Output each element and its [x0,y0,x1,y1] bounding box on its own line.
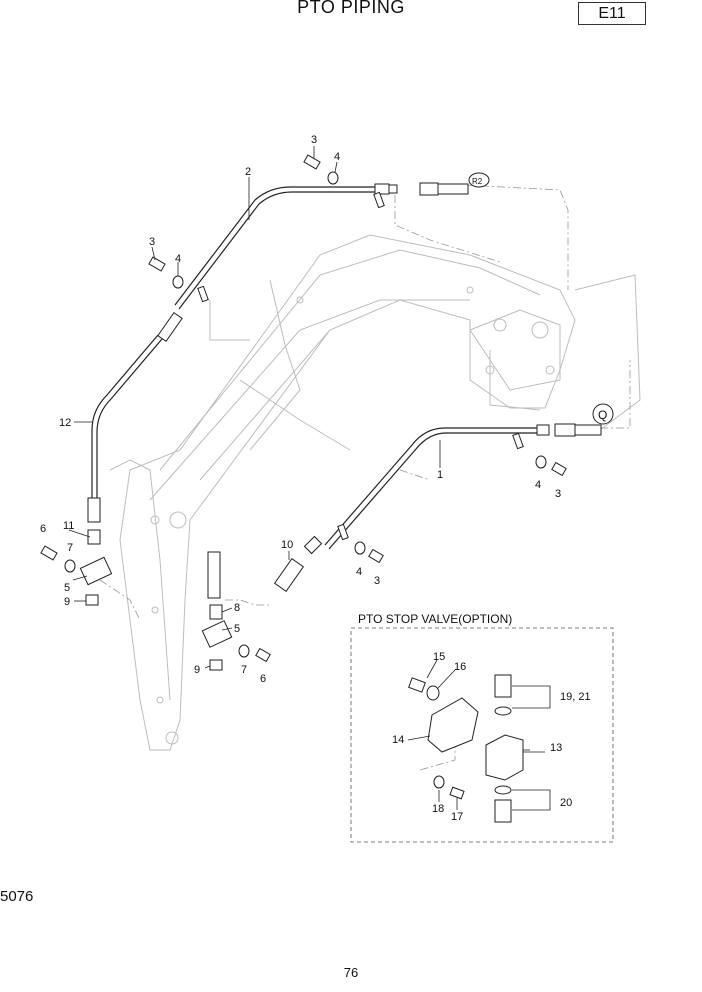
reference-markers [468,172,614,425]
callout-2: 2 [245,166,251,178]
page-number: 76 [343,965,359,980]
callout-20: 20 [560,797,572,809]
callout-11: 11 [63,520,74,532]
callout-5: 5 [64,582,70,594]
callout-4: 4 [535,479,541,491]
callout-14: 14 [392,734,404,746]
callout-16: 16 [454,661,466,673]
fitting-20 [494,799,512,823]
callout-19-21: 19, 21 [560,691,591,703]
fitting-19-21 [494,674,512,698]
callout-4: 4 [334,151,340,163]
callout-4: 4 [356,566,362,578]
callout-9: 9 [64,596,70,608]
callout-3: 3 [311,134,317,146]
callout-leaders [68,146,530,751]
document-id: 5076 [0,888,34,905]
washer-16 [426,685,440,701]
oring-19-21 [494,706,512,716]
callout-6: 6 [40,523,46,535]
callout-3: 3 [555,488,561,500]
callout-5: 5 [234,623,240,635]
callout-18: 18 [432,803,444,815]
bolt-15 [408,677,426,693]
inset-title: PTO STOP VALVE(OPTION) [358,612,513,626]
plate-14 [427,697,479,753]
callout-15: 15 [433,651,445,663]
callout-4: 4 [175,253,181,265]
r2-label: R2 [472,177,483,186]
leader-lines [99,184,631,771]
callout-13: 13 [550,742,562,754]
oring-20 [494,785,512,795]
q-label: Q [598,408,607,422]
callout-labels: 1 2 3 4 3 4 12 11 6 7 5 9 10 8 5 9 7 6 4… [40,134,607,685]
pipe-1-fittings [207,423,602,599]
callout-3: 3 [149,236,155,248]
washer-18 [433,775,445,789]
callout-6: 6 [260,673,266,685]
page-title: PTO PIPING [297,0,405,17]
q-marker [592,403,614,425]
pipe-2-12 [91,186,375,505]
pto-stop-valve-inset: 15 16 19, 21 14 13 18 17 20 [350,627,614,843]
valve-13 [485,734,524,781]
callout-8: 8 [234,602,240,614]
callout-7: 7 [67,542,73,554]
hardware-parts [40,154,567,671]
callout-10: 10 [281,539,293,551]
callout-17: 17 [451,811,463,823]
section-code-box: E11 [578,2,646,25]
bolt-17 [449,786,465,800]
callout-1: 1 [437,469,443,481]
pipe-1-10 [324,427,537,550]
callout-12: 12 [59,417,71,429]
r2-marker [468,172,490,188]
callout-7: 7 [241,664,247,676]
callout-9: 9 [194,664,200,676]
pipe-2-fittings [87,182,469,523]
callout-3: 3 [374,575,380,587]
